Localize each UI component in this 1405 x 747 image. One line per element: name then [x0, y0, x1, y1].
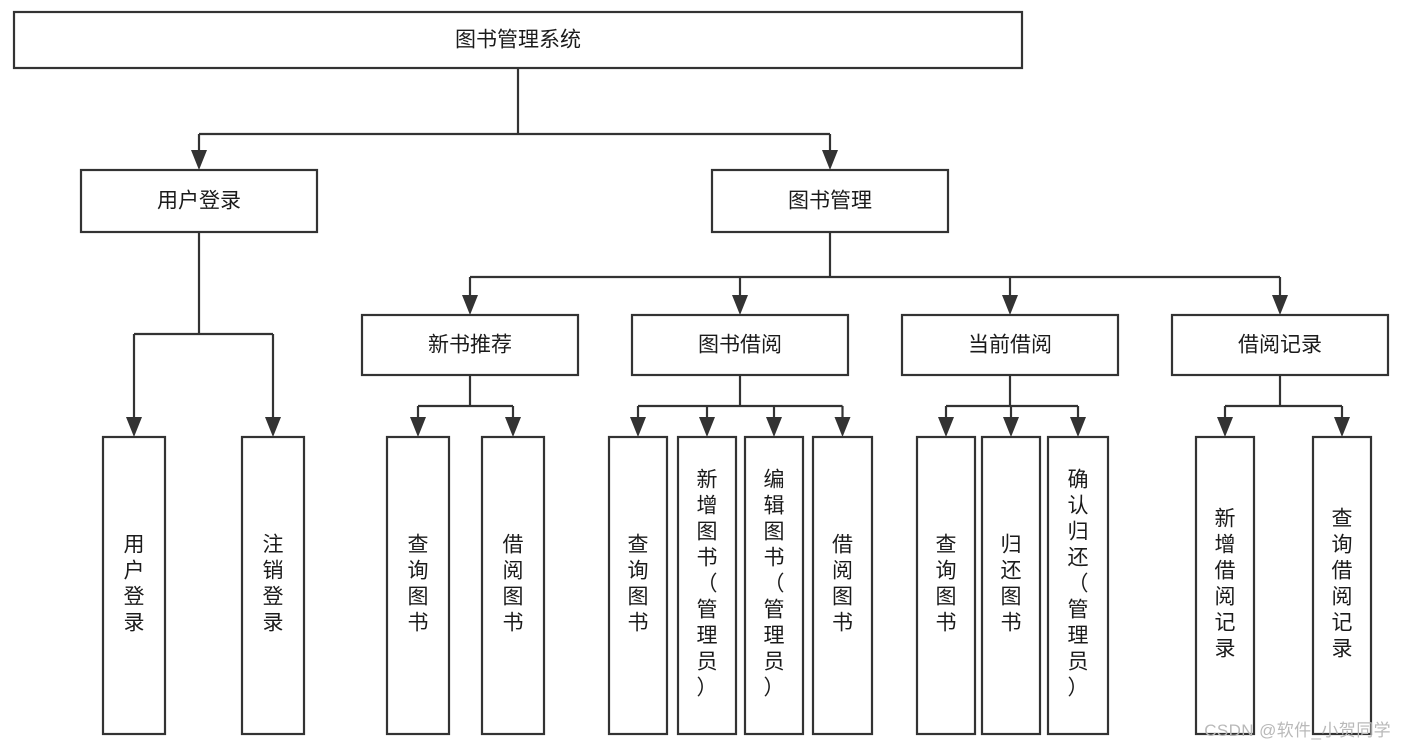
node-label-new-book-recommend: 新书推荐 — [428, 334, 512, 357]
node-leaf-borrow-book-2[interactable]: 借阅图书 — [811, 435, 874, 736]
node-label-leaf-add-book: 新增图书（管理员） — [697, 469, 718, 700]
node-label-leaf-return-book: 归还图书 — [1001, 534, 1022, 635]
node-leaf-query-book-3[interactable]: 查询图书 — [915, 435, 977, 736]
arrow-head-icon-leaf-borrow-book-1 — [505, 417, 521, 437]
node-label-borrow-record: 借阅记录 — [1238, 334, 1322, 357]
arrow-head-icon-book-borrow — [732, 295, 748, 315]
node-leaf-return-book[interactable]: 归还图书 — [980, 435, 1042, 736]
arrow-head-icon-leaf-confirm-return — [1070, 417, 1086, 437]
node-box-leaf-query-book-1 — [385, 435, 451, 736]
node-label-leaf-borrow-book-2: 借阅图书 — [832, 534, 853, 635]
node-box-leaf-confirm-return — [1046, 435, 1110, 736]
arrow-head-icon-leaf-query-book-1 — [410, 417, 426, 437]
node-label-leaf-confirm-return: 确认归还（管理员） — [1068, 469, 1089, 700]
node-user-login[interactable]: 用户登录 — [79, 168, 319, 234]
arrow-head-icon-leaf-query-record — [1334, 417, 1350, 437]
node-book-borrow[interactable]: 图书借阅 — [630, 313, 850, 377]
node-label-user-login: 用户登录 — [157, 190, 241, 213]
arrow-head-icon-current-borrow — [1002, 295, 1018, 315]
node-label-leaf-query-record: 查询借阅记录 — [1332, 508, 1353, 661]
node-label-leaf-logout: 注销登录 — [263, 534, 284, 635]
node-label-leaf-user-login: 用户登录 — [124, 534, 145, 635]
node-box-leaf-logout — [240, 435, 306, 736]
arrow-head-icon-user-login — [191, 150, 207, 170]
arrow-head-icon-leaf-user-login — [126, 417, 142, 437]
node-label-leaf-borrow-book-1: 借阅图书 — [503, 534, 524, 635]
node-label-leaf-query-book-1: 查询图书 — [408, 534, 429, 635]
node-label-leaf-query-book-2: 查询图书 — [628, 534, 649, 635]
node-box-leaf-query-book-3 — [915, 435, 977, 736]
node-box-new-book-recommend — [360, 313, 580, 377]
node-label-current-borrow: 当前借阅 — [968, 334, 1052, 357]
arrow-head-icon-book-manage — [822, 150, 838, 170]
node-borrow-record[interactable]: 借阅记录 — [1170, 313, 1390, 377]
node-current-borrow[interactable]: 当前借阅 — [900, 313, 1120, 377]
node-box-book-manage — [710, 168, 950, 234]
node-box-user-login — [79, 168, 319, 234]
node-label-leaf-add-record: 新增借阅记录 — [1215, 508, 1236, 661]
arrow-head-icon-leaf-borrow-book-2 — [834, 417, 851, 437]
node-box-leaf-query-record — [1311, 435, 1373, 736]
node-box-leaf-add-book — [676, 435, 738, 736]
node-label-root: 图书管理系统 — [455, 29, 581, 52]
node-box-root — [12, 10, 1024, 70]
node-box-book-borrow — [630, 313, 850, 377]
node-root[interactable]: 图书管理系统 — [12, 10, 1024, 70]
arrow-head-icon-leaf-query-book-3 — [938, 417, 954, 437]
arrow-head-icon-borrow-record — [1272, 295, 1288, 315]
arrow-head-icon-leaf-edit-book — [766, 417, 782, 437]
arrow-head-icon-leaf-logout — [265, 417, 281, 437]
node-box-current-borrow — [900, 313, 1120, 377]
node-leaf-add-record[interactable]: 新增借阅记录 — [1194, 435, 1256, 736]
node-leaf-query-record[interactable]: 查询借阅记录 — [1311, 435, 1373, 736]
node-label-leaf-query-book-3: 查询图书 — [936, 534, 957, 635]
node-leaf-add-book[interactable]: 新增图书（管理员） — [676, 435, 738, 736]
node-leaf-logout[interactable]: 注销登录 — [240, 435, 306, 736]
node-leaf-query-book-1[interactable]: 查询图书 — [385, 435, 451, 736]
node-box-leaf-add-record — [1194, 435, 1256, 736]
node-leaf-confirm-return[interactable]: 确认归还（管理员） — [1046, 435, 1110, 736]
node-box-leaf-edit-book — [743, 435, 805, 736]
csdn-watermark: CSDN @软件_小贺同学 — [1204, 721, 1391, 740]
node-leaf-user-login[interactable]: 用户登录 — [101, 435, 167, 736]
connector-lines-layer — [126, 68, 1350, 437]
node-box-leaf-query-book-2 — [607, 435, 669, 736]
arrow-head-icon-new-book-recommend — [462, 295, 478, 315]
arrow-head-icon-leaf-query-book-2 — [630, 417, 646, 437]
node-label-book-borrow: 图书借阅 — [698, 334, 782, 357]
node-leaf-borrow-book-1[interactable]: 借阅图书 — [480, 435, 546, 736]
node-box-borrow-record — [1170, 313, 1390, 377]
node-boxes-layer: 图书管理系统用户登录图书管理新书推荐图书借阅当前借阅借阅记录用户登录注销登录查询… — [12, 10, 1390, 736]
node-box-leaf-user-login — [101, 435, 167, 736]
node-leaf-edit-book[interactable]: 编辑图书（管理员） — [743, 435, 805, 736]
node-label-leaf-edit-book: 编辑图书（管理员） — [764, 469, 785, 700]
node-box-leaf-borrow-book-2 — [811, 435, 874, 736]
node-box-leaf-borrow-book-1 — [480, 435, 546, 736]
arrow-head-icon-leaf-return-book — [1003, 417, 1019, 437]
node-book-manage[interactable]: 图书管理 — [710, 168, 950, 234]
node-label-book-manage: 图书管理 — [788, 190, 872, 213]
node-box-leaf-return-book — [980, 435, 1042, 736]
arrow-head-icon-leaf-add-record — [1217, 417, 1233, 437]
node-leaf-query-book-2[interactable]: 查询图书 — [607, 435, 669, 736]
arrow-head-icon-leaf-add-book — [699, 417, 715, 437]
node-new-book-recommend[interactable]: 新书推荐 — [360, 313, 580, 377]
